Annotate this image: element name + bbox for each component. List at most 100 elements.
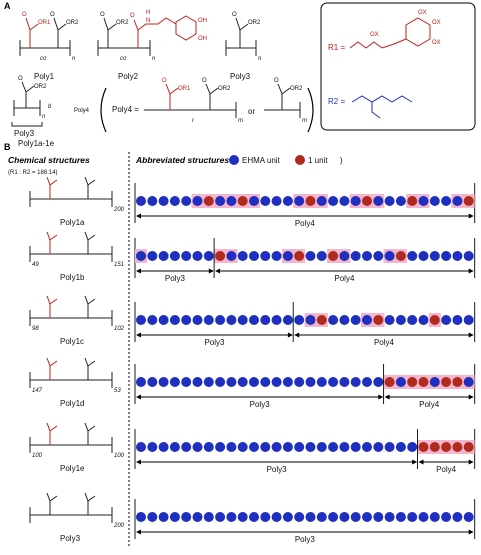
unit1-bead — [418, 442, 429, 452]
ehma-bead — [203, 442, 214, 452]
ehma-bead — [407, 251, 418, 261]
block-subscript: 200 — [113, 207, 125, 213]
ehma-bead — [350, 251, 361, 261]
ehma-bead — [418, 315, 429, 325]
ehma-bead — [158, 377, 169, 387]
unit1-bead — [429, 315, 440, 325]
ehma-bead — [328, 442, 339, 452]
segment-label: Poly3 — [267, 465, 288, 474]
poly1-label: Poly1 — [34, 72, 55, 81]
ehma-bead — [395, 377, 406, 387]
unit1-bead — [418, 377, 429, 387]
ehma-bead — [260, 512, 271, 522]
ehma-bead — [429, 196, 440, 206]
segment-label: Poly3 — [165, 274, 186, 283]
arrowhead-left — [136, 332, 141, 338]
n-subscript: n — [258, 56, 262, 62]
ehma-bead — [192, 196, 203, 206]
r1-definition: R1 = — [328, 43, 345, 52]
arrowhead-left — [418, 459, 424, 465]
ehma-bead — [226, 377, 237, 387]
ehma-bead — [237, 315, 248, 325]
ehma-bead — [147, 196, 158, 206]
ehma-bead — [158, 512, 169, 522]
ehma-bead — [237, 251, 248, 261]
ehma-bead — [328, 377, 339, 387]
ehma-bead — [215, 315, 226, 325]
ehma-bead — [271, 442, 282, 452]
ehma-bead — [169, 251, 180, 261]
ehma-bead — [136, 315, 146, 325]
ehma-bead — [249, 512, 259, 522]
ehma-bead — [328, 315, 339, 325]
poly4-equals: Poly4 = — [112, 105, 139, 114]
side-chain — [84, 422, 96, 445]
ehma-bead — [271, 251, 282, 261]
ehma-bead — [237, 442, 248, 452]
unit1-bead — [452, 377, 463, 387]
side-chain — [46, 231, 58, 254]
ehma-bead — [282, 512, 293, 522]
ehma-bead — [147, 315, 158, 325]
arrowhead-right — [412, 459, 418, 465]
ehma-bead — [260, 442, 271, 452]
ehma-bead — [418, 196, 429, 206]
ehma-bead — [373, 251, 384, 261]
unit1-bead — [463, 196, 474, 206]
ehma-bead — [158, 251, 169, 261]
arrowhead-right — [468, 394, 474, 400]
ehma-bead — [181, 251, 192, 261]
ehma-bead — [463, 512, 474, 522]
arrowhead-left — [136, 459, 141, 465]
ehma-bead — [260, 377, 271, 387]
ehma-bead — [192, 315, 203, 325]
arrowhead-left — [136, 394, 141, 400]
n-subscript: n — [42, 114, 46, 120]
unit1-bead — [441, 442, 452, 452]
ehma-bead — [169, 315, 180, 325]
ehma-bead — [249, 251, 259, 261]
ehma-bead — [328, 512, 339, 522]
ehma-bead — [158, 196, 169, 206]
ehma-bead — [395, 512, 406, 522]
ehma-bead — [147, 377, 158, 387]
ehma-bead — [384, 196, 395, 206]
ehma-bead — [429, 512, 440, 522]
ehma-bead — [418, 512, 429, 522]
ehma-bead — [271, 512, 282, 522]
block-subscript: 53 — [114, 388, 121, 394]
ehma-bead — [339, 251, 350, 261]
arrowhead-right — [468, 529, 474, 535]
ehma-bead — [181, 512, 192, 522]
ehma-bead — [316, 377, 327, 387]
ehma-bead — [237, 512, 248, 522]
ehma-bead — [350, 512, 361, 522]
o-atom: O — [100, 12, 105, 18]
ehma-bead — [181, 377, 192, 387]
ehma-bead — [350, 442, 361, 452]
unit1-bead — [215, 251, 226, 261]
b-label: b — [48, 104, 52, 110]
unit1-bead — [328, 251, 339, 261]
legend-close: ) — [340, 156, 343, 165]
ehma-bead — [362, 442, 372, 452]
ehma-bead — [362, 512, 372, 522]
polymer-name: Poly1e — [60, 464, 85, 473]
ehma-bead — [169, 196, 180, 206]
ehma-bead — [350, 315, 361, 325]
ehma-bead — [158, 442, 169, 452]
legend-ehma-dot — [229, 155, 239, 165]
nh-n: N — [146, 18, 150, 24]
backbone — [29, 246, 113, 262]
side-chain — [84, 492, 96, 515]
ehma-bead — [136, 442, 146, 452]
ehma-bead — [407, 315, 418, 325]
